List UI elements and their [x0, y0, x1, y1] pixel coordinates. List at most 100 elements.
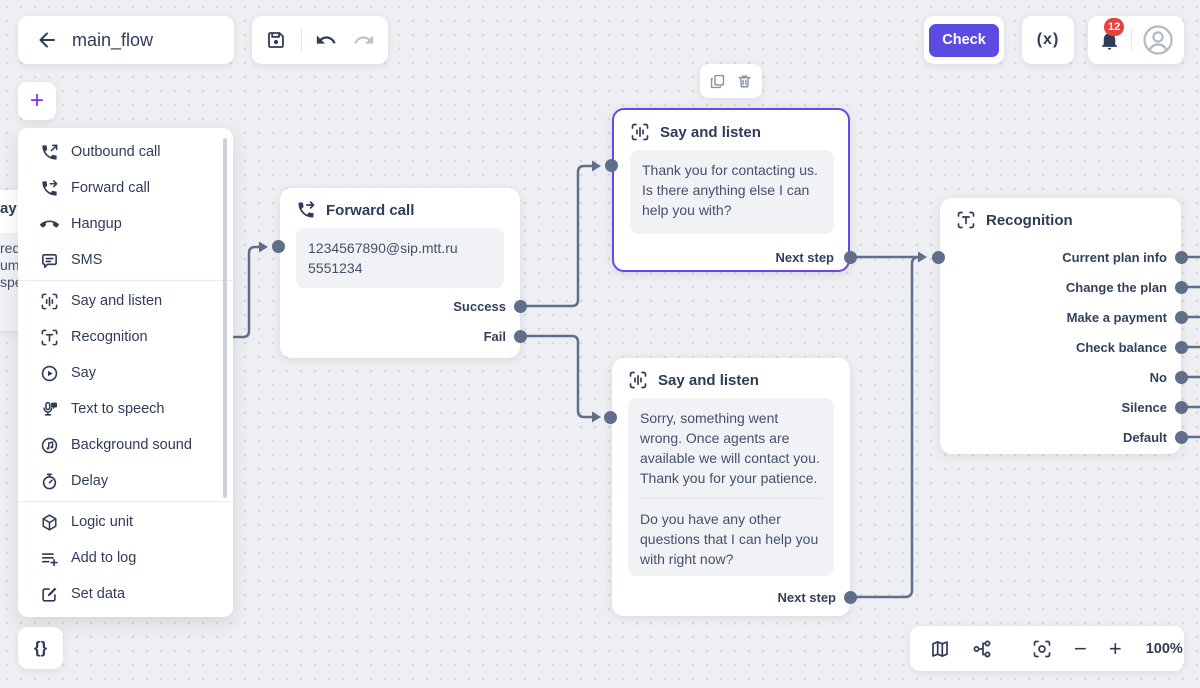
- palette-item-outbound-call[interactable]: Outbound call: [18, 134, 233, 170]
- notification-badge: 12: [1104, 17, 1125, 36]
- palette-item-background-sound[interactable]: Background sound: [18, 427, 233, 463]
- zoom-in-button[interactable]: +: [1108, 635, 1122, 661]
- palette-item-label: Text to speech: [71, 401, 165, 417]
- input-port[interactable]: [604, 410, 617, 424]
- output-port-success[interactable]: [514, 299, 527, 313]
- port-label-no: No: [1149, 369, 1167, 385]
- edge-hidden-to-forwardcall: [120, 245, 259, 339]
- avatar-icon: [1143, 25, 1173, 55]
- input-port[interactable]: [272, 240, 285, 253]
- palette-item-label: Recognition: [71, 329, 148, 345]
- center-focus-icon: [1033, 640, 1051, 657]
- phone-forward-icon: [42, 179, 58, 196]
- output-port[interactable]: [1175, 430, 1188, 444]
- node-title: Say and listen: [660, 123, 761, 141]
- output-port[interactable]: [1175, 250, 1188, 264]
- output-port[interactable]: [1175, 310, 1188, 324]
- back-button[interactable]: [34, 27, 60, 53]
- say-listen-icon: [41, 293, 58, 309]
- palette-item-forward-call[interactable]: Forward call: [18, 170, 233, 206]
- palette-item-set-data[interactable]: Set data: [18, 576, 233, 612]
- copy-node-button[interactable]: [707, 71, 728, 92]
- palette-item-label: Logic unit: [71, 514, 134, 530]
- arrow-left-icon: [39, 32, 55, 48]
- port-label-current-plan-info: Current plan info: [1062, 249, 1167, 265]
- edge-success-to-saylisten: [520, 164, 592, 308]
- port-label-check-balance: Check balance: [1075, 339, 1167, 355]
- undo-button[interactable]: [313, 27, 339, 53]
- output-port-fail[interactable]: [514, 329, 527, 343]
- sms-icon: [42, 253, 57, 268]
- palette-item-say-and-listen[interactable]: Say and listen: [18, 283, 233, 319]
- palette-item-label: Say and listen: [71, 293, 163, 309]
- port-label-default: Default: [1122, 429, 1167, 445]
- palette-item-label: SMS: [71, 252, 103, 268]
- add-node-button[interactable]: +: [18, 82, 56, 120]
- node-recognition[interactable]: Recognition Current plan info Change the…: [932, 198, 1188, 454]
- palette-item-sms[interactable]: SMS: [18, 242, 233, 278]
- input-port[interactable]: [932, 250, 945, 264]
- save-button[interactable]: [263, 27, 289, 53]
- edge-fail-to-saylisten2: [520, 334, 592, 419]
- palette-item-label: Say: [71, 365, 96, 381]
- palette-item-add-to-log[interactable]: Add to log: [18, 540, 233, 576]
- port-label-fail: Fail: [483, 328, 506, 344]
- variables-button[interactable]: (x): [1022, 16, 1074, 64]
- node-forward-call[interactable]: Forward call 1234567890@sip.mtt.ru 55512…: [272, 188, 527, 358]
- palette-item-text-to-speech[interactable]: Text to speech: [18, 391, 233, 427]
- json-view-button[interactable]: {}: [18, 627, 63, 669]
- output-port[interactable]: [1175, 370, 1188, 384]
- account-button[interactable]: [1140, 22, 1176, 58]
- palette-scrollbar[interactable]: [223, 138, 227, 498]
- delete-node-button[interactable]: [734, 71, 755, 92]
- palette-item-label: Outbound call: [71, 144, 161, 160]
- palette-item-logic-unit[interactable]: Logic unit: [18, 504, 233, 540]
- auto-layout-button[interactable]: [970, 637, 994, 661]
- say-icon: [41, 365, 58, 381]
- delay-icon: [42, 472, 57, 489]
- recognition-icon: [957, 211, 975, 229]
- edge-nextstep2-to-recognition: [850, 255, 920, 599]
- output-port[interactable]: [1175, 280, 1188, 294]
- check-button[interactable]: Check: [929, 23, 999, 57]
- phone-outbound-icon: [42, 144, 58, 160]
- redo-button[interactable]: [351, 27, 377, 53]
- logic-unit-icon: [42, 513, 57, 531]
- output-port-next-step[interactable]: [844, 250, 857, 264]
- node-actions-toolbar: [700, 64, 762, 98]
- node-say-listen-top[interactable]: Say and listen Thank you for contacting …: [605, 108, 857, 272]
- output-port[interactable]: [1175, 340, 1188, 354]
- zoom-level: 100%: [1145, 640, 1183, 657]
- arrowhead: [918, 251, 927, 263]
- node-say-listen-bottom[interactable]: Say and listen Sorry, something went wro…: [604, 358, 857, 616]
- palette-item-say[interactable]: Say: [18, 355, 233, 391]
- map-icon: [932, 640, 948, 657]
- palette-divider: [18, 280, 233, 281]
- output-port[interactable]: [1175, 400, 1188, 414]
- palette-item-label: Forward call: [71, 180, 150, 196]
- divider: [300, 29, 302, 51]
- node-value[interactable]: 1234567890@sip.mtt.ru 5551234: [296, 228, 504, 288]
- zoom-out-button[interactable]: −: [1074, 635, 1087, 661]
- fit-view-button[interactable]: [1030, 637, 1054, 661]
- phone-forward-icon: [298, 201, 315, 218]
- text-to-speech-icon: [43, 401, 58, 416]
- flow-title: main_flow: [72, 29, 154, 50]
- input-port[interactable]: [605, 159, 618, 172]
- edit-toolbar: [252, 16, 388, 64]
- port-label-next-step: Next step: [775, 249, 834, 265]
- node-text[interactable]: Thank you for contacting us. Is there an…: [630, 150, 834, 234]
- notifications-button[interactable]: 12: [1096, 17, 1125, 54]
- arrowhead: [259, 241, 268, 253]
- output-port-next-step[interactable]: [844, 590, 857, 604]
- minimap-button[interactable]: [928, 637, 952, 661]
- divider: [1131, 29, 1132, 51]
- node-header: Say and listen: [612, 358, 850, 398]
- canvas-controls-toolbar: − + 100%: [910, 626, 1184, 671]
- node-text[interactable]: Sorry, something went wrong. Once agents…: [628, 398, 834, 576]
- arrowhead: [592, 160, 601, 172]
- palette-item-delay[interactable]: Delay: [18, 463, 233, 499]
- palette-item-hangup[interactable]: Hangup: [18, 206, 233, 242]
- palette-item-recognition[interactable]: Recognition: [18, 319, 233, 355]
- node-title: Recognition: [986, 211, 1073, 229]
